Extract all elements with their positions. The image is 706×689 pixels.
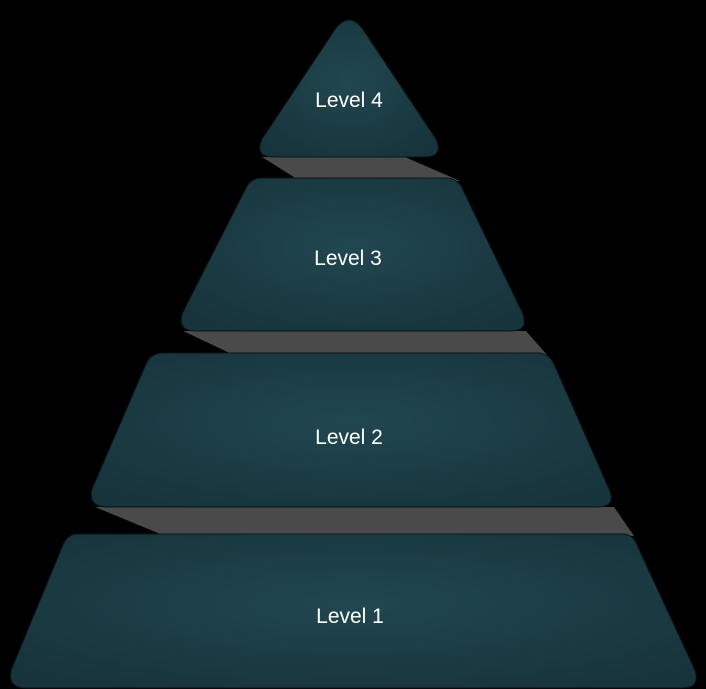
level-4-shape (259, 19, 439, 158)
level-2-shape (90, 352, 612, 508)
shadow-2-1 (95, 507, 634, 536)
level-2-label: Level 2 (315, 426, 383, 449)
level-1-shape (10, 533, 697, 689)
level-4-label: Level 4 (315, 89, 383, 112)
level-1-label: Level 1 (316, 605, 384, 628)
level-2-block[interactable]: Level 2 (90, 352, 612, 508)
connector-shadows (95, 157, 634, 536)
level-1-block[interactable]: Level 1 (10, 533, 697, 689)
level-3-block[interactable]: Level 3 (180, 177, 525, 332)
shadow-3-2 (183, 331, 548, 356)
level-3-label: Level 3 (314, 247, 382, 270)
shadow-4-3 (262, 157, 460, 181)
level-4-block[interactable]: Level 4 (259, 19, 439, 158)
level-3-shape (180, 177, 525, 332)
